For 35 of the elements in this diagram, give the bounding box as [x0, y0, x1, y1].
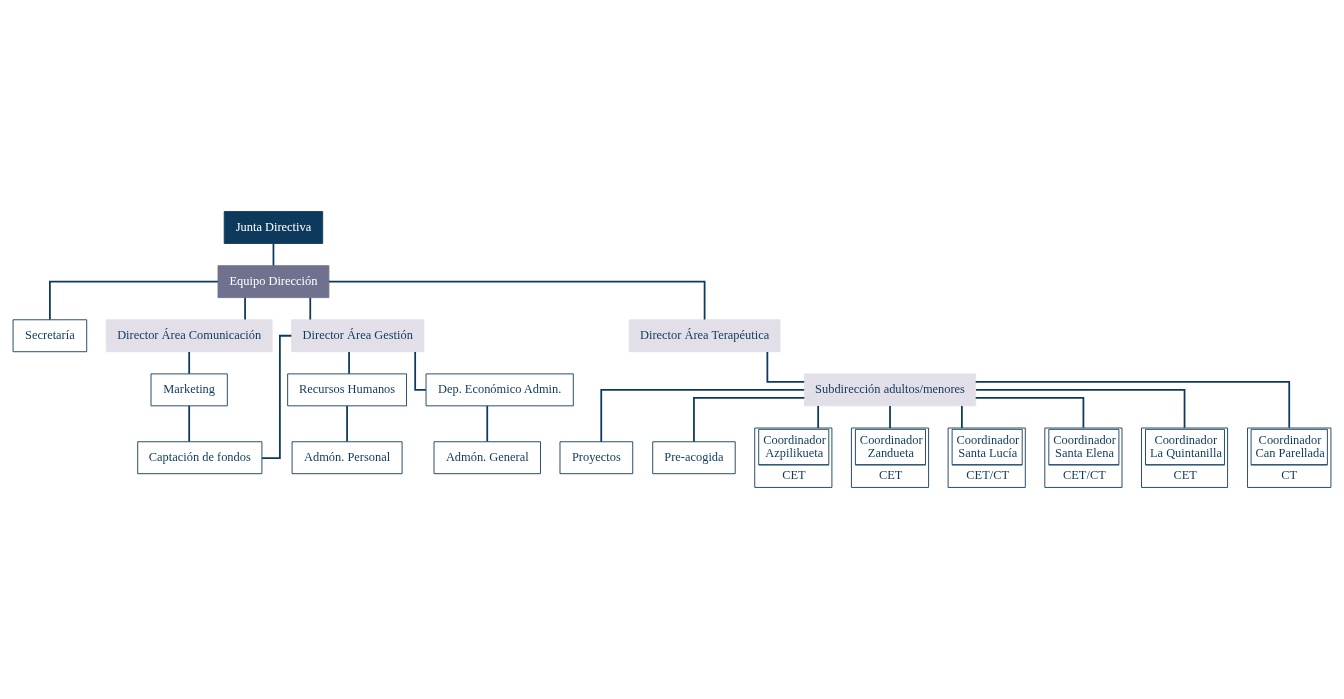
node-box: Marketing — [150, 373, 228, 407]
node-box: Dep. Económico Admin. — [425, 373, 574, 407]
connector — [486, 405, 489, 443]
connector — [309, 297, 312, 321]
connector — [244, 297, 246, 321]
connector — [600, 389, 806, 443]
connector — [414, 351, 427, 391]
node-box: Director Área Terapéutica — [628, 319, 781, 353]
connector — [188, 351, 191, 375]
node-box: Junta Directiva — [223, 211, 324, 244]
connector — [328, 280, 706, 321]
connector — [974, 381, 1291, 429]
node-box: Proyectos — [559, 441, 634, 475]
node-box: Pre-acogida — [652, 441, 736, 475]
connector — [188, 405, 191, 443]
connector — [889, 405, 891, 429]
connector — [49, 280, 219, 321]
connector — [766, 351, 806, 383]
connector — [272, 242, 275, 267]
node-box: Subdirección adultos/menores — [803, 373, 977, 407]
connector — [817, 405, 820, 429]
node-box: Director Área Comunicación — [105, 319, 273, 353]
node-box: Equipo Dirección — [217, 265, 330, 299]
node-box: Admón. General — [433, 441, 541, 475]
node-box: Secretaría — [12, 319, 88, 353]
connector — [348, 351, 350, 375]
connector — [961, 405, 963, 429]
node-box: Director Área Gestión — [291, 319, 425, 353]
node-box: Captación de fondos — [137, 441, 263, 475]
connector — [693, 396, 806, 443]
node-box: Recursos Humanos — [287, 373, 407, 407]
connector — [974, 396, 1085, 429]
connector — [346, 405, 348, 443]
connector — [975, 389, 1186, 429]
node-box: Admón. Personal — [291, 441, 403, 475]
